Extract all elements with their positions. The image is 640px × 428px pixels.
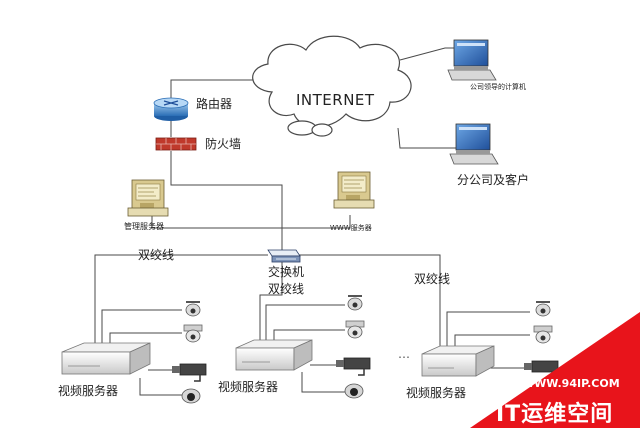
firewall-icon: [155, 137, 197, 151]
dome-camera-icon: [185, 301, 201, 317]
dome-camera-icon: [347, 295, 363, 311]
switch-left-trunk: [94, 254, 268, 350]
firewall-switch-link: [170, 151, 283, 250]
video-server-label: 视频服务器: [58, 384, 119, 398]
switch-right-trunk: [298, 254, 441, 350]
watermark-banner: [470, 312, 640, 428]
www-server-link: [282, 215, 351, 229]
video-server-label: 视频服务器: [406, 386, 467, 400]
ellipsis-marker: …: [398, 347, 410, 361]
dome-camera-icon: [345, 320, 365, 339]
connection-lines: [94, 47, 530, 396]
router-label: 路由器: [196, 97, 233, 111]
www-server-label: WWW服务器: [330, 224, 372, 232]
dome-camera-icon: [183, 324, 203, 343]
laptop-icon: [449, 123, 499, 165]
dome-camera-icon: [535, 301, 551, 317]
server-icon: [127, 179, 169, 217]
watermark-url: WWW.94IP.COM: [522, 377, 620, 390]
cable-label-middle: 双绞线: [268, 282, 305, 296]
laptop-branch-label: 分公司及客户: [457, 173, 530, 187]
internet-cloud: [252, 35, 412, 137]
cloud-laptop1-link: [399, 47, 455, 61]
dome-camera-icon: [533, 325, 553, 344]
laptop-icon: [447, 39, 497, 81]
dome-camera-icon: [181, 388, 201, 404]
internet-label: INTERNET: [296, 91, 375, 109]
laptop-leader-label: 公司领导的计算机: [470, 83, 526, 91]
firewall-label: 防火墙: [205, 137, 242, 151]
video-server-icon: [61, 342, 151, 375]
mgmt-server-link: [151, 215, 282, 229]
video-server-label: 视频服务器: [218, 380, 279, 394]
dome-camera-icon: [344, 383, 364, 399]
router-cloud-link: [170, 79, 262, 98]
router-icon: [153, 97, 189, 121]
video-server-icon: [421, 345, 495, 377]
box-camera-icon: [524, 360, 559, 373]
video-server-icon: [235, 339, 313, 371]
switch-label: 交换机: [268, 265, 305, 279]
cloud-laptop2-link: [397, 127, 456, 149]
switch-icon: [267, 249, 301, 263]
cable-label-right: 双绞线: [414, 272, 451, 286]
server-icon: [333, 171, 375, 209]
switch-middle-trunk: [259, 262, 283, 345]
box-camera-icon: [172, 363, 207, 382]
box-camera-icon: [336, 357, 371, 376]
mgmt-server-label: 管理服务器: [124, 222, 164, 231]
watermark-brand: IT运维空间: [496, 402, 614, 427]
cable-label-left: 双绞线: [138, 248, 175, 262]
